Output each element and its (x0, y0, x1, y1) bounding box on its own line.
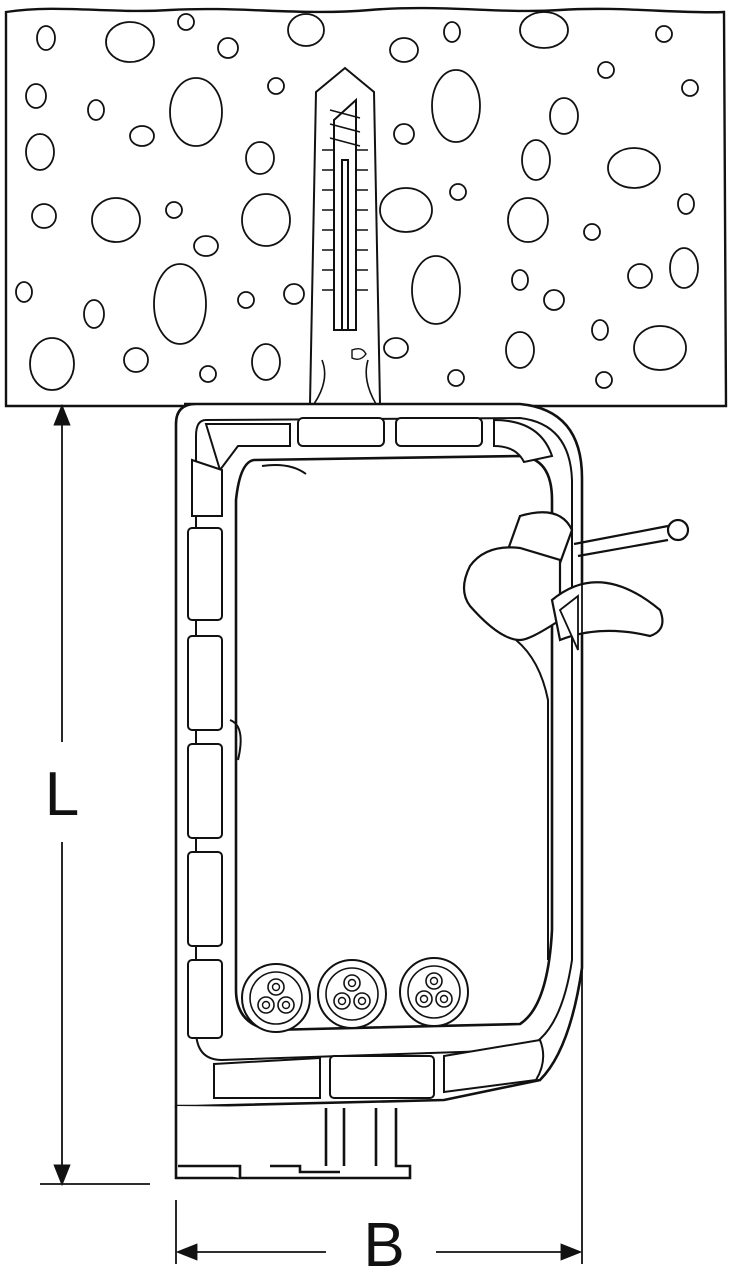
concrete-pore (123, 347, 149, 373)
concrete-pore (241, 193, 291, 247)
concrete-pore (83, 299, 105, 329)
concrete-pore (519, 11, 569, 49)
concrete-pore (199, 365, 217, 383)
concrete-pore (129, 125, 155, 147)
concrete-pore (511, 269, 529, 291)
concrete-pore (105, 21, 155, 63)
concrete-pore (15, 281, 33, 303)
concrete-pore (447, 369, 465, 387)
concrete-pore (245, 141, 275, 175)
concrete-pore (521, 139, 551, 181)
concrete-pore (393, 123, 415, 145)
concrete-pore (25, 133, 55, 171)
concrete-pore (677, 193, 695, 215)
concrete-pore (31, 203, 57, 229)
concrete-pore (287, 13, 325, 47)
cable-clamp (174, 402, 690, 1180)
concrete-pore (583, 223, 601, 241)
concrete-pore (177, 13, 195, 31)
concrete-pore (607, 147, 661, 189)
cable (241, 963, 311, 1033)
wall-plug (308, 66, 382, 405)
concrete-pore (379, 187, 433, 233)
concrete-pore (165, 201, 183, 219)
cable (399, 957, 469, 1027)
concrete-pore (595, 371, 613, 389)
concrete-pore (237, 291, 255, 309)
concrete-pore (431, 69, 481, 143)
concrete-pore (443, 21, 461, 43)
concrete-pore (169, 77, 223, 147)
concrete-pore (383, 337, 409, 359)
cables (241, 957, 469, 1033)
concrete-pore (633, 325, 687, 371)
concrete-pore (251, 343, 281, 381)
concrete-pore (87, 99, 105, 121)
concrete-pore (669, 247, 699, 289)
concrete-pore (507, 197, 549, 243)
concrete-pore (549, 97, 579, 135)
concrete-pore (505, 331, 535, 369)
concrete-pore (25, 83, 47, 109)
concrete-pore (193, 235, 219, 257)
dimension-length-label: L (45, 760, 79, 829)
concrete-pore (681, 79, 699, 97)
concrete-pore (597, 61, 615, 79)
cable (317, 959, 387, 1029)
concrete-pore (389, 37, 419, 63)
concrete-pore (283, 283, 305, 305)
concrete-pore (655, 25, 673, 43)
concrete-pore (591, 319, 609, 341)
concrete-pore (153, 263, 207, 345)
concrete-pore (217, 37, 239, 59)
concrete-pore (267, 77, 285, 95)
concrete-pore (91, 197, 141, 243)
concrete-pore (36, 25, 56, 51)
concrete-pores (15, 11, 699, 391)
concrete-pore (29, 337, 75, 391)
concrete-pore (543, 289, 565, 311)
concrete-pore (411, 255, 461, 325)
concrete-pore (627, 263, 653, 289)
dimension-width-label: B (363, 1211, 404, 1280)
concrete-pore (449, 183, 467, 201)
